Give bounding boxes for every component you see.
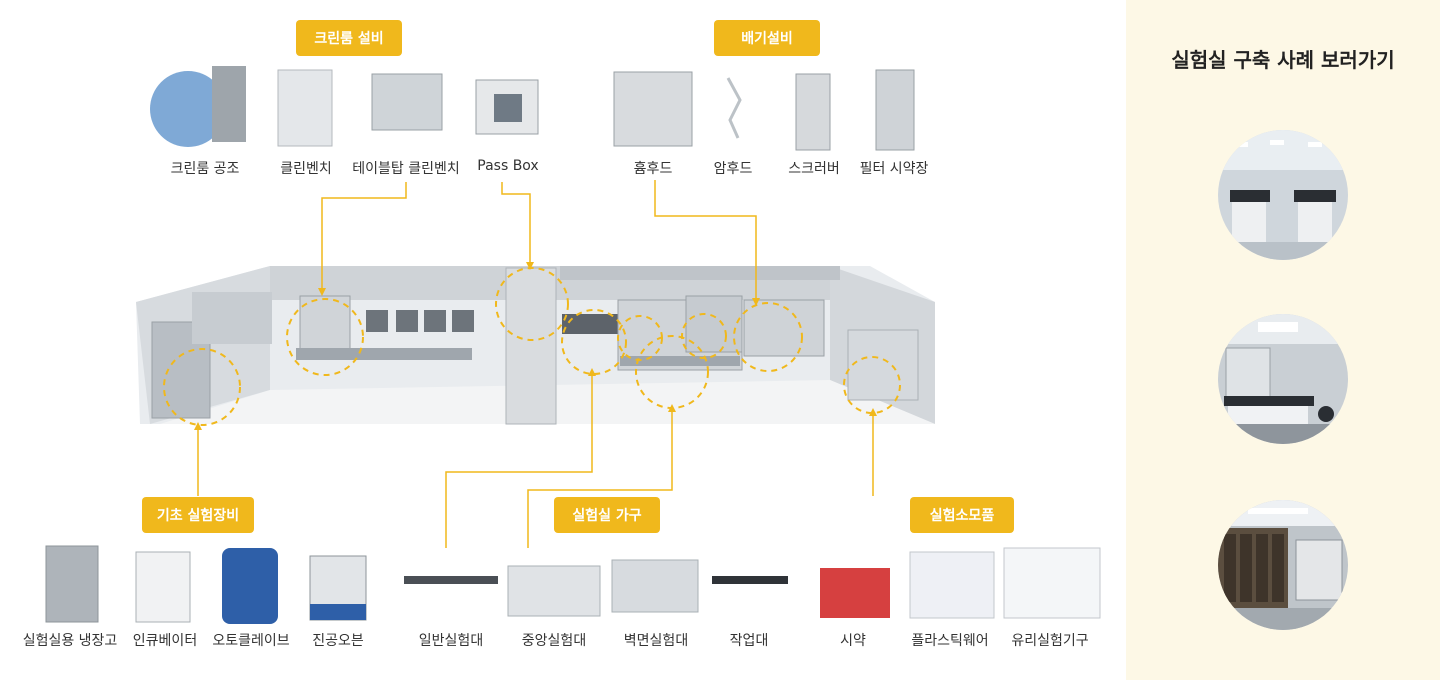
tabletop-clean-bench-image <box>371 73 443 131</box>
incubator-image <box>135 551 191 623</box>
center-bench-image <box>507 565 601 617</box>
connector-arrows <box>194 262 877 430</box>
fume-hood-image <box>613 71 693 147</box>
label-center-bench[interactable]: 중앙실험대 <box>521 633 587 649</box>
label-fume-hood[interactable]: 흄후드 <box>633 161 673 177</box>
case-photo-3-image <box>1218 500 1348 630</box>
work-table-image <box>712 576 788 584</box>
case-study-panel: 실험실 구축 사례 보러가기 <box>1126 0 1440 680</box>
label-cleanroom-hvac[interactable]: 크린룸 공조 <box>170 161 240 177</box>
lab-room-illustration <box>136 266 935 425</box>
arm-hood-image <box>726 77 742 139</box>
label-clean-bench[interactable]: 클린벤치 <box>280 161 332 177</box>
lab-refrigerator-image <box>45 545 99 623</box>
badge-consumables: 실험소모품 <box>910 497 1014 533</box>
label-glassware[interactable]: 유리실험기구 <box>1011 633 1089 649</box>
case-photo-3[interactable] <box>1218 500 1348 630</box>
label-lab-refrigerator[interactable]: 실험실용 냉장고 <box>22 633 118 649</box>
case-study-title[interactable]: 실험실 구축 사례 보러가기 <box>1171 48 1395 72</box>
badge-basic-equipment: 기초 실험장비 <box>142 497 254 533</box>
label-scrubber[interactable]: 스크러버 <box>788 161 840 177</box>
badge-exhaust: 배기설비 <box>714 20 820 56</box>
label-plasticware[interactable]: 플라스틱웨어 <box>911 633 989 649</box>
label-filter-cabinet[interactable]: 필터 시약장 <box>859 161 929 177</box>
label-tabletop-clean-bench[interactable]: 테이블탑 클린벤치 <box>352 161 460 177</box>
scrubber-image <box>795 73 831 151</box>
label-arm-hood[interactable]: 암후드 <box>713 161 753 177</box>
plasticware-image <box>909 551 995 619</box>
case-photo-1[interactable] <box>1218 130 1348 260</box>
clean-bench-image <box>277 69 333 147</box>
label-vacuum-oven[interactable]: 진공오븐 <box>312 633 364 649</box>
lab-diagram <box>45 66 1101 624</box>
case-photo-2[interactable] <box>1218 314 1348 444</box>
cleanroom-hvac-image <box>150 71 226 147</box>
badge-cleanroom: 크린룸 설비 <box>296 20 402 56</box>
case-photo-1-image <box>1218 130 1348 260</box>
label-general-bench[interactable]: 일반실험대 <box>418 633 484 649</box>
label-wall-bench[interactable]: 벽면실험대 <box>623 633 689 649</box>
label-reagent[interactable]: 시약 <box>840 633 866 649</box>
connector-lines <box>197 180 874 548</box>
general-bench-image <box>404 576 498 584</box>
highlight-circles <box>163 267 901 426</box>
product-thumbnails <box>45 66 1101 624</box>
case-photo-2-image <box>1218 314 1348 444</box>
label-autoclave[interactable]: 오토클레이브 <box>212 633 290 649</box>
reagent-image <box>820 568 890 618</box>
filter-cabinet-image <box>875 69 915 151</box>
wall-bench-image <box>611 559 699 613</box>
badge-furniture: 실험실 가구 <box>554 497 660 533</box>
autoclave-image <box>222 548 278 624</box>
label-pass-box[interactable]: Pass Box <box>477 158 539 174</box>
label-work-table[interactable]: 작업대 <box>729 633 769 649</box>
label-incubator[interactable]: 인큐베이터 <box>132 633 198 649</box>
glassware-image <box>1003 547 1101 619</box>
